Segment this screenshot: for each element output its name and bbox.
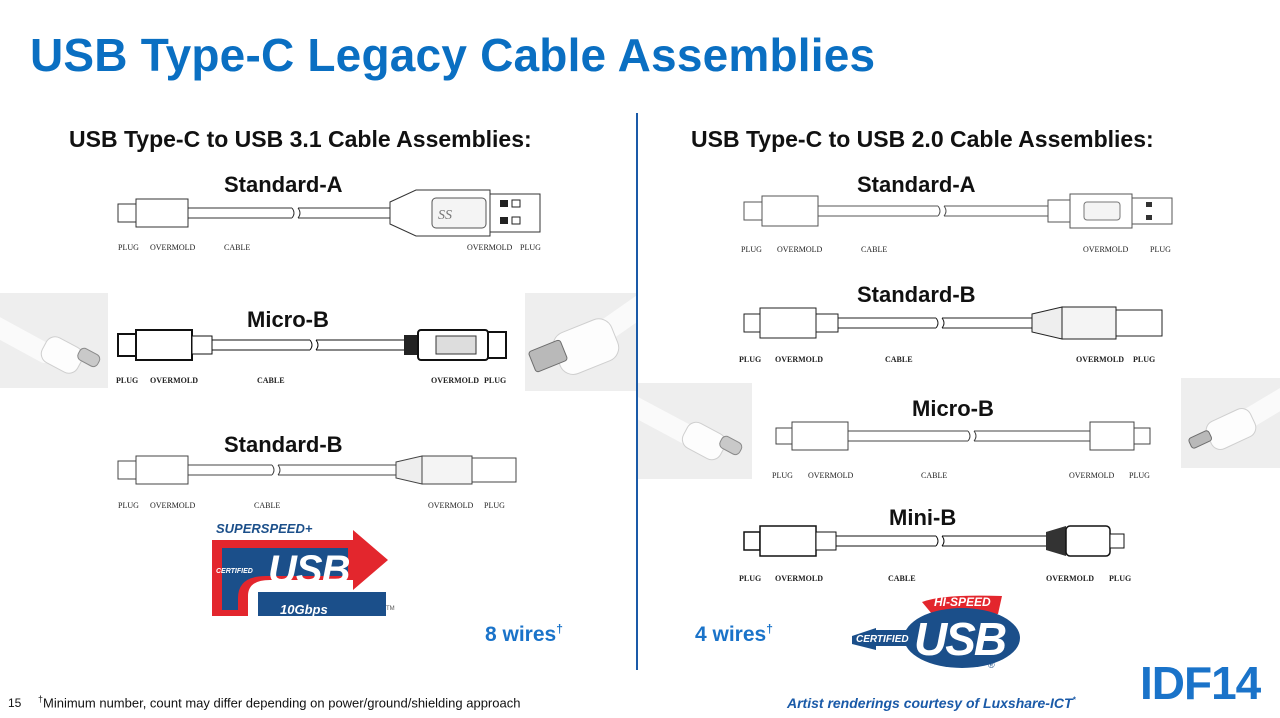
cable-drawing-standard-b-2-0	[743, 306, 1163, 340]
footnote-text: Minimum number, count may differ dependi…	[43, 695, 521, 711]
label-plug: PLUG	[118, 243, 139, 252]
label-overmold: OVERMOLD	[808, 471, 854, 480]
hi-speed-usb-logo: HI-SPEED CERTIFIED USB ®	[852, 592, 1020, 672]
label-cable: CABLE	[257, 376, 285, 385]
logo-speed-text: 10Gbps	[280, 602, 328, 617]
label-overmold: OVERMOLD	[775, 355, 823, 364]
label-plug: PLUG	[1133, 355, 1156, 364]
page-title: USB Type-C Legacy Cable Assemblies	[30, 29, 876, 81]
cable-drawing-standard-b-3-1	[117, 455, 517, 485]
label-overmold: OVERMOLD	[777, 245, 823, 254]
logo-hi-speed-text: HI-SPEED	[934, 595, 991, 609]
cable-drawing-standard-a-2-0	[743, 193, 1173, 229]
footnote-mark: †	[38, 694, 44, 704]
wire-count-3-1: 8 wires†	[485, 622, 563, 647]
logo-certified-text: CERTIFIED	[216, 568, 253, 575]
wire-count-text: 8 wires	[485, 623, 557, 646]
label-overmold: OVERMOLD	[150, 501, 196, 510]
type-c-plug-photo-right	[638, 383, 752, 479]
logo-trademark: TM	[386, 606, 395, 612]
label-plug: PLUG	[741, 245, 762, 254]
credit-text: Artist renderings courtesy of Luxshare-I…	[787, 695, 1073, 711]
right-section-heading: USB Type-C to USB 2.0 Cable Assemblies:	[691, 126, 1154, 152]
label-plug: PLUG	[772, 471, 793, 480]
label-overmold: OVERMOLD	[1076, 355, 1124, 364]
column-divider	[636, 113, 638, 670]
label-plug: PLUG	[118, 501, 139, 510]
logo-usb-text: USB	[268, 548, 350, 592]
label-cable: CABLE	[861, 245, 888, 254]
cable-name-standard-b-2-0: Standard-B	[857, 282, 976, 307]
label-plug: PLUG	[1150, 245, 1171, 254]
logo-registered-mark: ®	[988, 660, 995, 670]
svg-text:SS: SS	[438, 208, 452, 223]
label-plug: PLUG	[739, 574, 762, 583]
label-plug: PLUG	[520, 243, 541, 252]
label-overmold: OVERMOLD	[467, 243, 513, 252]
logo-usb-text: USB	[914, 613, 1007, 665]
footnote-dagger: †	[556, 622, 563, 636]
superspeed-plus-usb-logo: SUPERSPEED+ CERTIFIED USB 10Gbps TM	[208, 518, 398, 624]
label-overmold: OVERMOLD	[428, 501, 474, 510]
label-cable: CABLE	[921, 471, 948, 480]
micro-b-2-0-plug-photo	[1181, 378, 1280, 468]
cable-name-micro-b-3-1: Micro-B	[247, 307, 329, 332]
cable-drawing-mini-b-2-0	[743, 525, 1125, 557]
cable-drawing-micro-b-3-1	[117, 329, 507, 361]
image-credit: Artist renderings courtesy of Luxshare-I…	[787, 695, 1076, 711]
label-cable: CABLE	[885, 355, 913, 364]
label-overmold: OVERMOLD	[431, 376, 479, 385]
cable-name-micro-b-2-0: Micro-B	[912, 396, 994, 421]
label-plug: PLUG	[484, 501, 505, 510]
label-overmold: OVERMOLD	[775, 574, 823, 583]
label-plug: PLUG	[1109, 574, 1132, 583]
label-plug: PLUG	[739, 355, 762, 364]
label-overmold: OVERMOLD	[1046, 574, 1094, 583]
left-section-heading: USB Type-C to USB 3.1 Cable Assemblies:	[69, 126, 532, 152]
label-cable: CABLE	[224, 243, 251, 252]
idf14-logo: IDF14	[1140, 657, 1261, 709]
wire-count-2-0: 4 wires†	[695, 622, 773, 647]
cable-drawing-micro-b-2-0	[775, 421, 1151, 451]
label-overmold: OVERMOLD	[1069, 471, 1115, 480]
label-cable: CABLE	[888, 574, 916, 583]
cable-name-standard-b-3-1: Standard-B	[224, 432, 343, 457]
logo-certified-text: CERTIFIED	[856, 634, 909, 645]
label-overmold: OVERMOLD	[1083, 245, 1129, 254]
wire-count-text: 4 wires	[695, 623, 767, 646]
page-number: 15	[8, 696, 22, 710]
label-overmold: OVERMOLD	[150, 376, 198, 385]
label-plug: PLUG	[1129, 471, 1150, 480]
footnote-dagger: †	[766, 622, 773, 636]
label-overmold: OVERMOLD	[150, 243, 196, 252]
label-plug: PLUG	[116, 376, 139, 385]
micro-b-plug-photo	[525, 293, 636, 391]
cable-name-standard-a-3-1: Standard-A	[224, 172, 343, 197]
type-c-plug-photo-left	[0, 293, 108, 388]
cable-drawing-standard-a-3-1: SS	[117, 189, 541, 237]
cable-name-mini-b-2-0: Mini-B	[889, 505, 957, 530]
label-cable: CABLE	[254, 501, 281, 510]
logo-superspeed-text: SUPERSPEED+	[216, 521, 313, 536]
footnote: †Minimum number, count may differ depend…	[38, 694, 520, 710]
cable-name-standard-a-2-0: Standard-A	[857, 172, 976, 197]
label-plug: PLUG	[484, 376, 507, 385]
credit-mark: *	[1072, 695, 1076, 705]
